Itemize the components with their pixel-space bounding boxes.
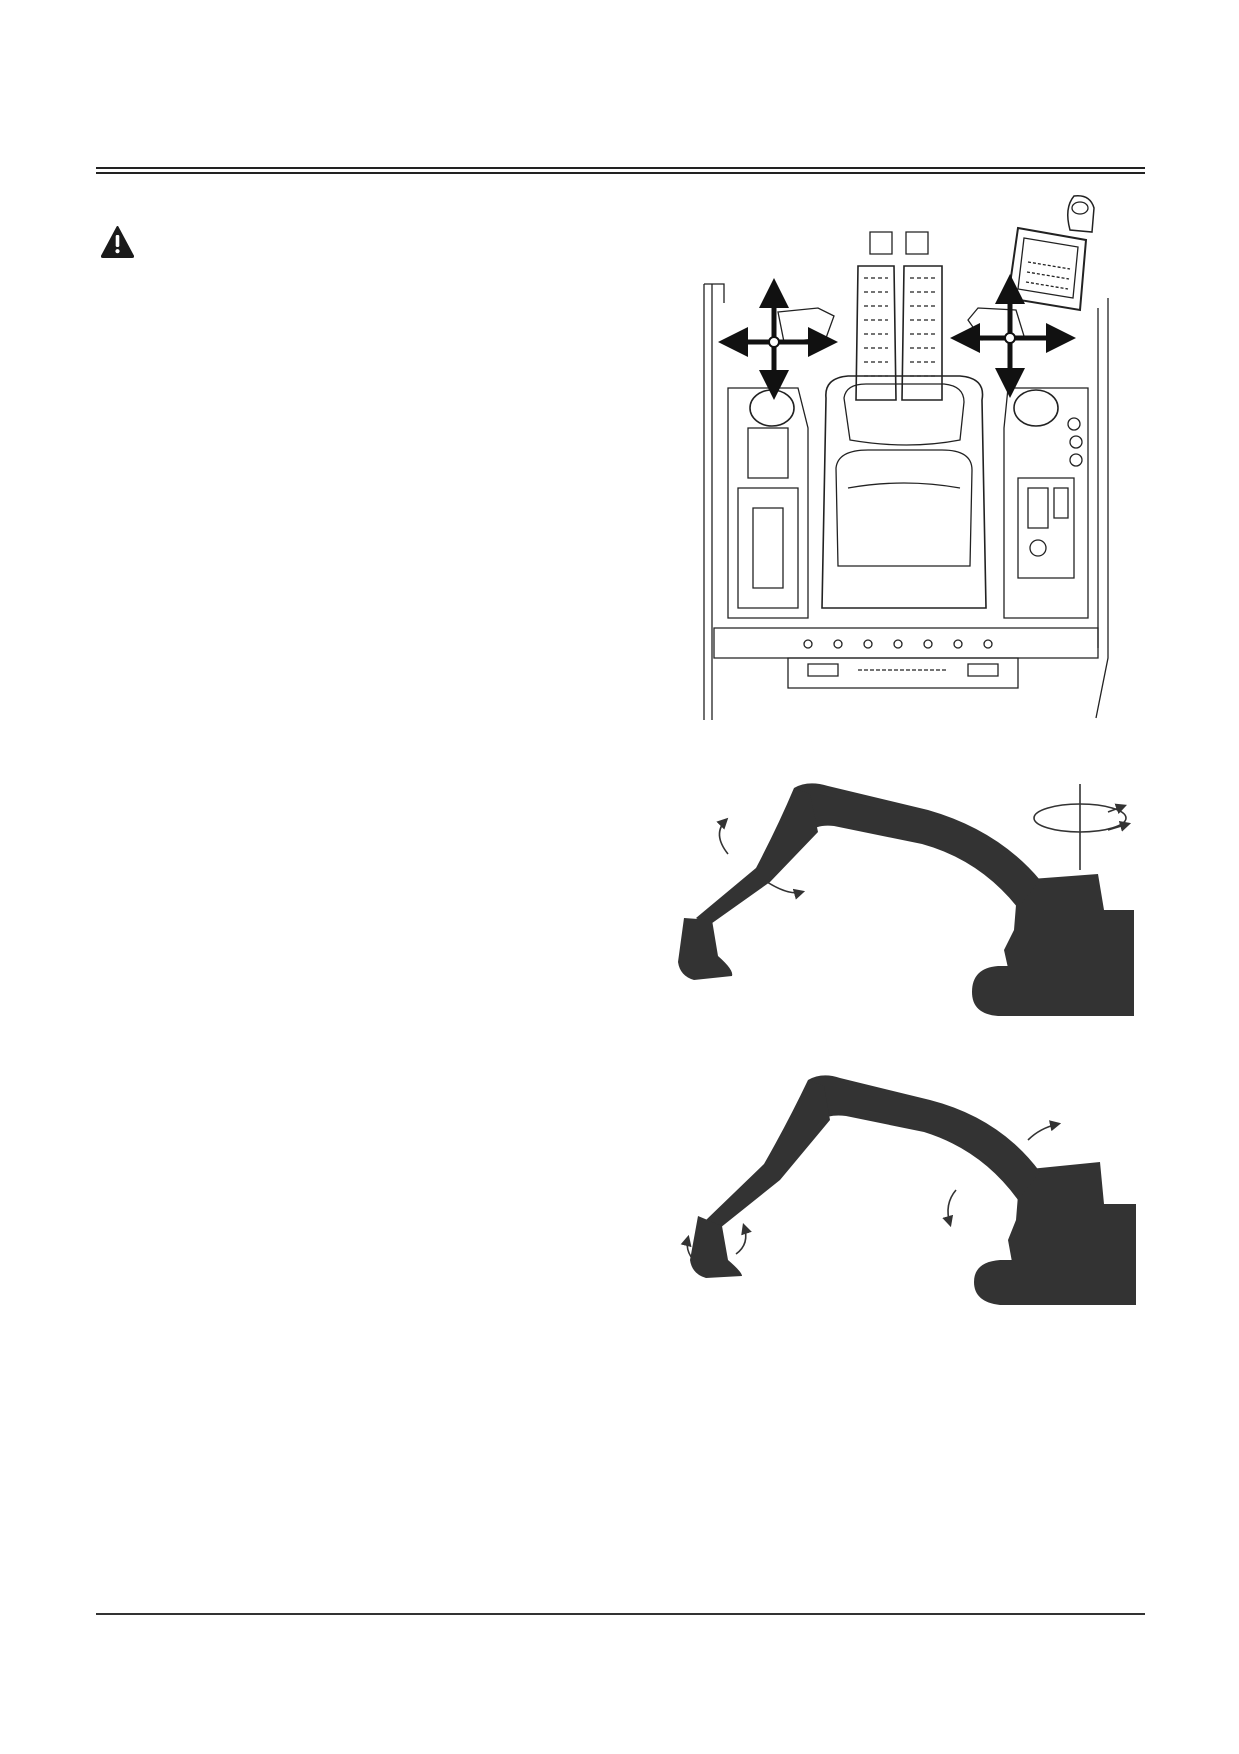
swing-boom-figure [678, 783, 1134, 1016]
header-rule-lower [96, 172, 1145, 174]
operator-seat [821, 375, 987, 609]
excavator-silhouette [678, 783, 1134, 1016]
warning-triangle-icon [101, 226, 134, 258]
travel-pedals [777, 231, 1025, 401]
footer-rule [96, 1613, 1145, 1615]
right-console [1003, 387, 1089, 619]
right-lever-arrows [950, 274, 1076, 398]
left-lever-arrows [718, 278, 838, 400]
arm-bucket-figure [680, 1075, 1136, 1305]
excavator-silhouette [690, 1075, 1136, 1305]
left-console [727, 387, 809, 619]
motion-arrows [680, 1120, 1062, 1267]
monitor-display [1006, 195, 1095, 312]
motion-arrows [716, 784, 1132, 900]
front-panel [713, 627, 1099, 689]
cab-controls-figure [703, 195, 1109, 720]
header-rule-upper [96, 167, 1145, 169]
